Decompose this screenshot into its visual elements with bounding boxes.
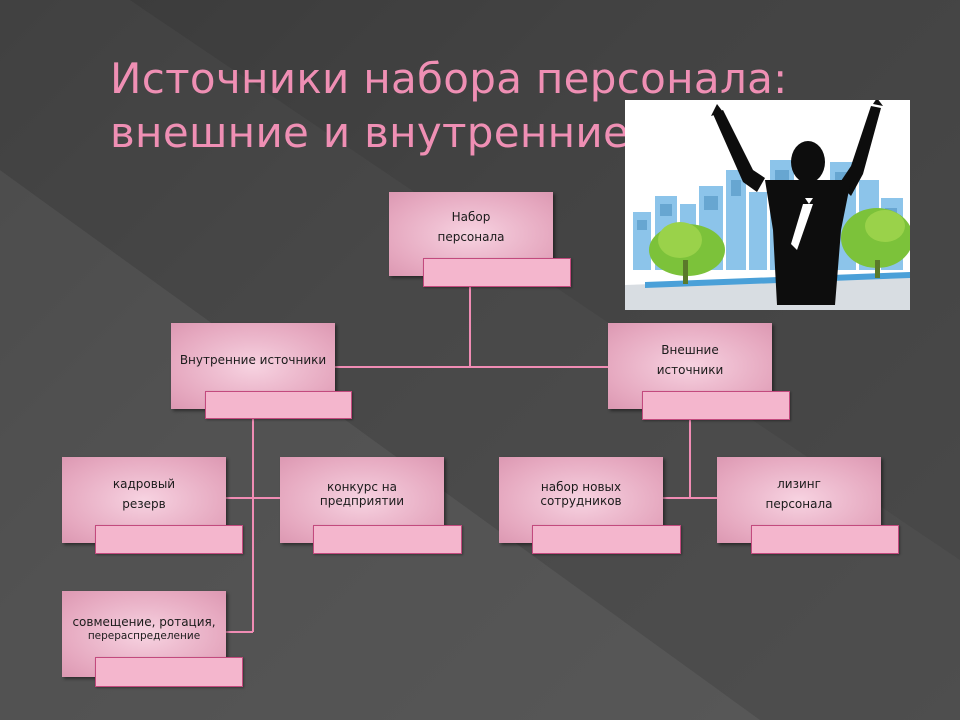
- node-personnel-reserve-label-1: кадровый: [112, 477, 176, 491]
- node-staff-leasing-label-1: лизинг: [777, 477, 821, 491]
- title-line-1: Источники набора персонала:: [110, 54, 788, 103]
- node-new-hires-label-1: набор новых: [540, 480, 622, 494]
- node-staff-leasing-tab: [751, 525, 899, 554]
- node-recruitment-label-2: персонала: [437, 230, 505, 244]
- node-competition-label-2: предприятии: [319, 494, 405, 508]
- node-personnel-reserve-tab: [95, 525, 243, 554]
- slide-title: Источники набора персонала: внешние и вн…: [110, 52, 810, 160]
- node-recruitment-tab: [423, 258, 571, 287]
- node-internal-sources-label: Внутренние источники: [179, 353, 327, 367]
- node-personnel-reserve-label-2: резерв: [122, 497, 166, 511]
- node-rotation-label-2: перераспределение: [87, 630, 201, 642]
- node-rotation-tab: [95, 657, 243, 687]
- node-competition-label-1: конкурс на: [326, 480, 397, 494]
- node-new-hires-label-2: сотрудников: [540, 494, 622, 508]
- node-staff-leasing-label-2: персонала: [765, 497, 833, 511]
- node-external-sources-tab: [642, 391, 790, 420]
- node-internal-sources-tab: [205, 391, 352, 419]
- node-recruitment-label-1: Набор: [451, 210, 491, 224]
- node-external-sources-label-2: источники: [656, 363, 724, 377]
- node-new-hires-tab: [532, 525, 681, 554]
- node-competition-tab: [313, 525, 462, 554]
- node-external-sources-label-1: Внешние: [661, 343, 719, 357]
- celebrating-man-city-icon: [625, 100, 910, 310]
- title-line-2: внешние и внутренние: [110, 108, 630, 157]
- node-rotation-label-1: совмещение, ротация,: [72, 615, 216, 629]
